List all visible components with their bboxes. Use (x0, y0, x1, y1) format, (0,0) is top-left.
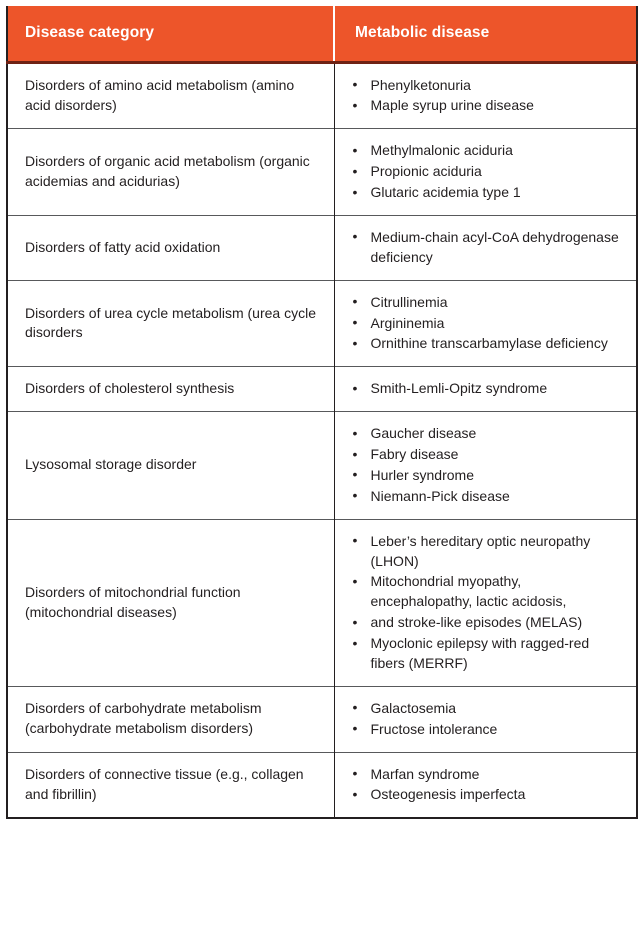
list-item: Fructose intolerance (351, 719, 627, 740)
metabolic-disease-table: Disease category Metabolic disease Disor… (6, 6, 638, 820)
disease-table-container: Disease category Metabolic disease Disor… (6, 6, 638, 820)
table-body: Disorders of amino acid metabolism (amin… (7, 62, 637, 819)
cell-metabolic-disease: Methylmalonic aciduriaPropionic aciduria… (333, 128, 637, 216)
list-item: Glutaric acidemia type 1 (351, 183, 627, 203)
cell-metabolic-disease: GalactosemiaFructose intolerance (333, 685, 637, 752)
header-row: Disease category Metabolic disease (7, 6, 637, 64)
disease-category-text: Disorders of urea cycle metabolism (urea… (25, 304, 316, 341)
cell-metabolic-disease: Leber’s hereditary optic neuropathy (LHO… (333, 518, 637, 687)
cell-metabolic-disease: Gaucher diseaseFabry diseaseHurler syndr… (333, 411, 637, 520)
cell-disease-category: Disorders of urea cycle metabolism (urea… (7, 279, 334, 367)
disease-list: Leber’s hereditary optic neuropathy (LHO… (351, 531, 627, 674)
disease-list: PhenylketonuriaMaple syrup urine disease (351, 75, 627, 117)
list-item: Medium-chain acyl-CoA dehydrogenase defi… (351, 227, 627, 268)
disease-list: Marfan syndromeOsteogenesis imperfecta (351, 764, 627, 806)
table-row: Disorders of mitochondrial function (mit… (7, 518, 637, 687)
list-item: Fabry disease (351, 445, 627, 465)
cell-disease-category: Lysosomal storage disorder (7, 411, 334, 520)
table-row: Disorders of connective tissue (e.g., co… (7, 751, 637, 819)
disease-category-text: Lysosomal storage disorder (25, 456, 197, 473)
table-header: Disease category Metabolic disease (7, 6, 637, 64)
disease-list: Medium-chain acyl-CoA dehydrogenase defi… (351, 227, 627, 268)
table-row: Disorders of amino acid metabolism (amin… (7, 62, 637, 129)
disease-category-text: Disorders of mitochondrial function (mit… (25, 583, 241, 620)
list-item: Marfan syndrome (351, 764, 627, 785)
list-item: Mitochondrial myopathy, encephalopathy, … (351, 572, 627, 612)
disease-list: CitrullinemiaArgininemiaOrnithine transc… (351, 292, 627, 355)
list-item: Argininemia (351, 313, 627, 334)
cell-disease-category: Disorders of cholesterol synthesis (7, 366, 334, 412)
disease-list: Smith-Lemli-Opitz syndrome (351, 379, 627, 399)
cell-disease-category: Disorders of amino acid metabolism (amin… (7, 62, 334, 129)
disease-category-text: Disorders of carbohydrate metabolism (ca… (25, 700, 262, 737)
cell-metabolic-disease: Medium-chain acyl-CoA dehydrogenase defi… (333, 214, 637, 281)
list-item: Hurler syndrome (351, 465, 627, 486)
table-row: Disorders of urea cycle metabolism (urea… (7, 279, 637, 367)
disease-category-text: Disorders of cholesterol synthesis (25, 380, 235, 397)
table-row: Disorders of fatty acid oxidation Medium-… (7, 214, 637, 281)
list-item: Methylmalonic aciduria (351, 141, 627, 161)
cell-metabolic-disease: Marfan syndromeOsteogenesis imperfecta (333, 751, 637, 819)
list-item: Citrullinemia (351, 292, 627, 313)
column-header-metabolic-disease: Metabolic disease (333, 6, 637, 64)
list-item: Phenylketonuria (351, 75, 627, 96)
cell-disease-category: Disorders of fatty acid oxidation (7, 214, 334, 281)
list-item: Maple syrup urine disease (351, 96, 627, 116)
cell-disease-category: Disorders of connective tissue (e.g., co… (7, 751, 334, 819)
column-header-disease-category: Disease category (7, 6, 334, 64)
cell-metabolic-disease: PhenylketonuriaMaple syrup urine disease (333, 62, 637, 129)
table-row: Disorders of organic acid metabolism (or… (7, 128, 637, 216)
list-item: and stroke-like episodes (MELAS) (351, 613, 627, 633)
disease-category-text: Disorders of connective tissue (e.g., co… (25, 766, 304, 802)
list-item: Propionic aciduria (351, 162, 627, 182)
table-row: Lysosomal storage disorder Gaucher diseas… (7, 411, 637, 520)
disease-list: Gaucher diseaseFabry diseaseHurler syndr… (351, 424, 627, 507)
cell-metabolic-disease: CitrullinemiaArgininemiaOrnithine transc… (333, 279, 637, 367)
table-row: Disorders of carbohydrate metabolism (ca… (7, 685, 637, 752)
disease-category-text: Disorders of amino acid metabolism (amin… (25, 77, 295, 113)
table-row: Disorders of cholesterol synthesis Smith-… (7, 366, 637, 412)
cell-disease-category: Disorders of carbohydrate metabolism (ca… (7, 685, 334, 752)
list-item: Ornithine transcarbamylase deficiency (351, 334, 627, 354)
cell-disease-category: Disorders of mitochondrial function (mit… (7, 518, 334, 687)
list-item: Niemann-Pick disease (351, 486, 627, 507)
list-item: Galactosemia (351, 698, 627, 719)
list-item: Smith-Lemli-Opitz syndrome (351, 379, 627, 399)
disease-list: Methylmalonic aciduriaPropionic aciduria… (351, 141, 627, 203)
disease-category-text: Disorders of organic acid metabolism (or… (25, 153, 310, 190)
disease-list: GalactosemiaFructose intolerance (351, 698, 627, 740)
list-item: Gaucher disease (351, 424, 627, 444)
cell-metabolic-disease: Smith-Lemli-Opitz syndrome (333, 366, 637, 412)
cell-disease-category: Disorders of organic acid metabolism (or… (7, 128, 334, 216)
list-item: Osteogenesis imperfecta (351, 785, 627, 805)
list-item: Leber’s hereditary optic neuropathy (LHO… (351, 531, 627, 572)
disease-category-text: Disorders of fatty acid oxidation (25, 238, 221, 255)
list-item: Myoclonic epilepsy with ragged-red fiber… (351, 634, 627, 674)
